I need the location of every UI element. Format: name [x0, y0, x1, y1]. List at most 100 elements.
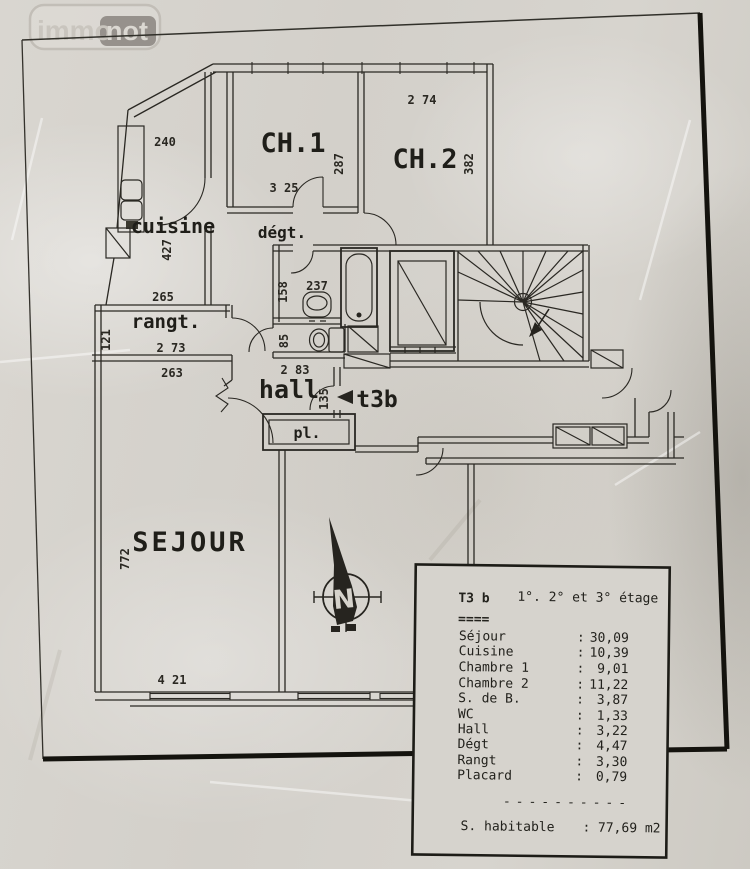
- legend-row-label: Chambre 2: [458, 676, 529, 692]
- legend-row-label: Chambre 1: [458, 660, 529, 676]
- door-arcs: [157, 176, 672, 476]
- kitchen-faucet-icon: [126, 221, 138, 229]
- legend-row-label: Rangt: [457, 753, 496, 768]
- kitchen-sink-icon: [120, 200, 143, 221]
- washbasin-bowl: [306, 295, 328, 311]
- legend-row-colon: :: [577, 645, 585, 660]
- paper-creases: [0, 117, 701, 804]
- duct-diagonal: [343, 353, 391, 369]
- legend-row-colon: :: [577, 630, 585, 645]
- bathtub-drain: [356, 312, 362, 318]
- legend-row-label: Dégt: [457, 737, 488, 752]
- legend-row-colon: :: [576, 661, 584, 676]
- dim-263: 263: [161, 366, 183, 380]
- legend-row-value: 4,47: [596, 739, 627, 754]
- washbasin-icon: [302, 291, 332, 318]
- room-label-ch2: CH.2: [392, 144, 457, 175]
- spiral-staircase: [457, 250, 584, 362]
- elevator-diagonal: [397, 260, 447, 346]
- dim-772: 772: [118, 548, 132, 570]
- legend-row-value: 10,39: [589, 646, 628, 661]
- duct-diagonal: [347, 325, 379, 353]
- placard-closet: [262, 413, 356, 451]
- legend-row-label: S. de B.: [458, 691, 521, 707]
- frame-top: [21, 12, 701, 41]
- compass-foot: [331, 626, 340, 632]
- legend-border: [410, 563, 672, 859]
- legend-row-colon: :: [576, 692, 584, 707]
- logo-text-immo: immo: [37, 15, 112, 46]
- room-label-degt: dégt.: [258, 223, 306, 242]
- bathtub-inner: [345, 253, 373, 322]
- window-pane: [297, 692, 371, 700]
- legend-total-value: 77,69 m2: [598, 821, 661, 837]
- dim-237: 237: [306, 279, 328, 293]
- dim-265: 265: [152, 290, 174, 304]
- dim-325: 3 25: [270, 181, 299, 195]
- walls: [92, 63, 684, 707]
- placard-outer: [262, 413, 356, 451]
- legend-row-label: Placard: [457, 768, 512, 784]
- frame-right: [697, 12, 730, 750]
- compass-foot: [346, 624, 356, 631]
- legend-row-label: WC: [458, 707, 474, 722]
- dim-121: 121: [99, 329, 113, 351]
- legend-row-value: 30,09: [590, 631, 629, 646]
- dim-135: 135: [317, 388, 331, 410]
- legend-row-colon: :: [575, 738, 583, 753]
- legend-row-value: 3,87: [597, 693, 628, 708]
- immonot-logo: immo not: [28, 3, 162, 51]
- logo-text-not: not: [106, 16, 148, 46]
- toilet-icon: [308, 328, 330, 352]
- dim-158: 158: [276, 281, 290, 303]
- kitchen-closet: [105, 227, 131, 259]
- legend-row-label: Hall: [458, 722, 489, 737]
- hatched-ducts: [343, 325, 628, 449]
- entry-arrow-icon: [337, 390, 353, 404]
- legend-total-label: S. habitable: [460, 819, 554, 835]
- kitchen-counter: [117, 125, 145, 233]
- dim-283: 2 83: [281, 363, 310, 377]
- dim-274: 2 74: [408, 93, 437, 107]
- compass-north-letter: N: [332, 584, 357, 616]
- dim-85: 85: [277, 334, 291, 348]
- frame-left: [21, 39, 44, 760]
- legend-row-colon: :: [576, 708, 584, 723]
- room-label-cuisine: cuisine: [131, 214, 215, 238]
- window-panes: [149, 692, 441, 700]
- duct-box: [347, 325, 379, 353]
- legend-row-value: 3,30: [596, 755, 627, 770]
- dim-273: 2 73: [157, 341, 186, 355]
- legend-box: T3 b 1°. 2° et 3° étage ==== Séjour : 30…: [410, 563, 672, 859]
- placard-inner: [268, 419, 350, 445]
- legend-row-colon: :: [576, 723, 584, 738]
- legend-row-colon: :: [576, 677, 584, 692]
- toilet-tank: [328, 327, 345, 353]
- bathtub-icon: [340, 247, 378, 328]
- kitchen-closet-diagonal: [105, 227, 131, 259]
- dim-421: 4 21: [158, 673, 187, 687]
- legend-row-value: 3,22: [596, 724, 627, 739]
- room-label-hall: hall: [259, 375, 319, 404]
- dim-382: 382: [462, 153, 476, 175]
- legend-unit: T3 b: [458, 591, 490, 606]
- legend-row-value: 9,01: [597, 662, 628, 677]
- elevator-outer: [389, 250, 455, 352]
- toilet-bowl: [312, 332, 326, 348]
- window-pane: [149, 692, 231, 700]
- legend-row-colon: :: [575, 769, 583, 784]
- elevator-inner: [397, 260, 447, 346]
- legend-underline: ====: [458, 612, 490, 627]
- room-label-rangt: rangt.: [132, 311, 201, 333]
- legend-row-label: Cuisine: [459, 644, 514, 660]
- legend-total-colon: :: [582, 821, 590, 836]
- stair-arc: [479, 301, 524, 346]
- logo-badge: [100, 16, 156, 46]
- wall-break-squiggle: [215, 377, 229, 413]
- balcony-window-diagonals: [555, 426, 625, 446]
- dim-240: 240: [154, 135, 176, 149]
- duct-box: [343, 353, 391, 369]
- dim-287: 287: [332, 153, 346, 175]
- room-label-sejour: SEJOUR: [132, 527, 248, 558]
